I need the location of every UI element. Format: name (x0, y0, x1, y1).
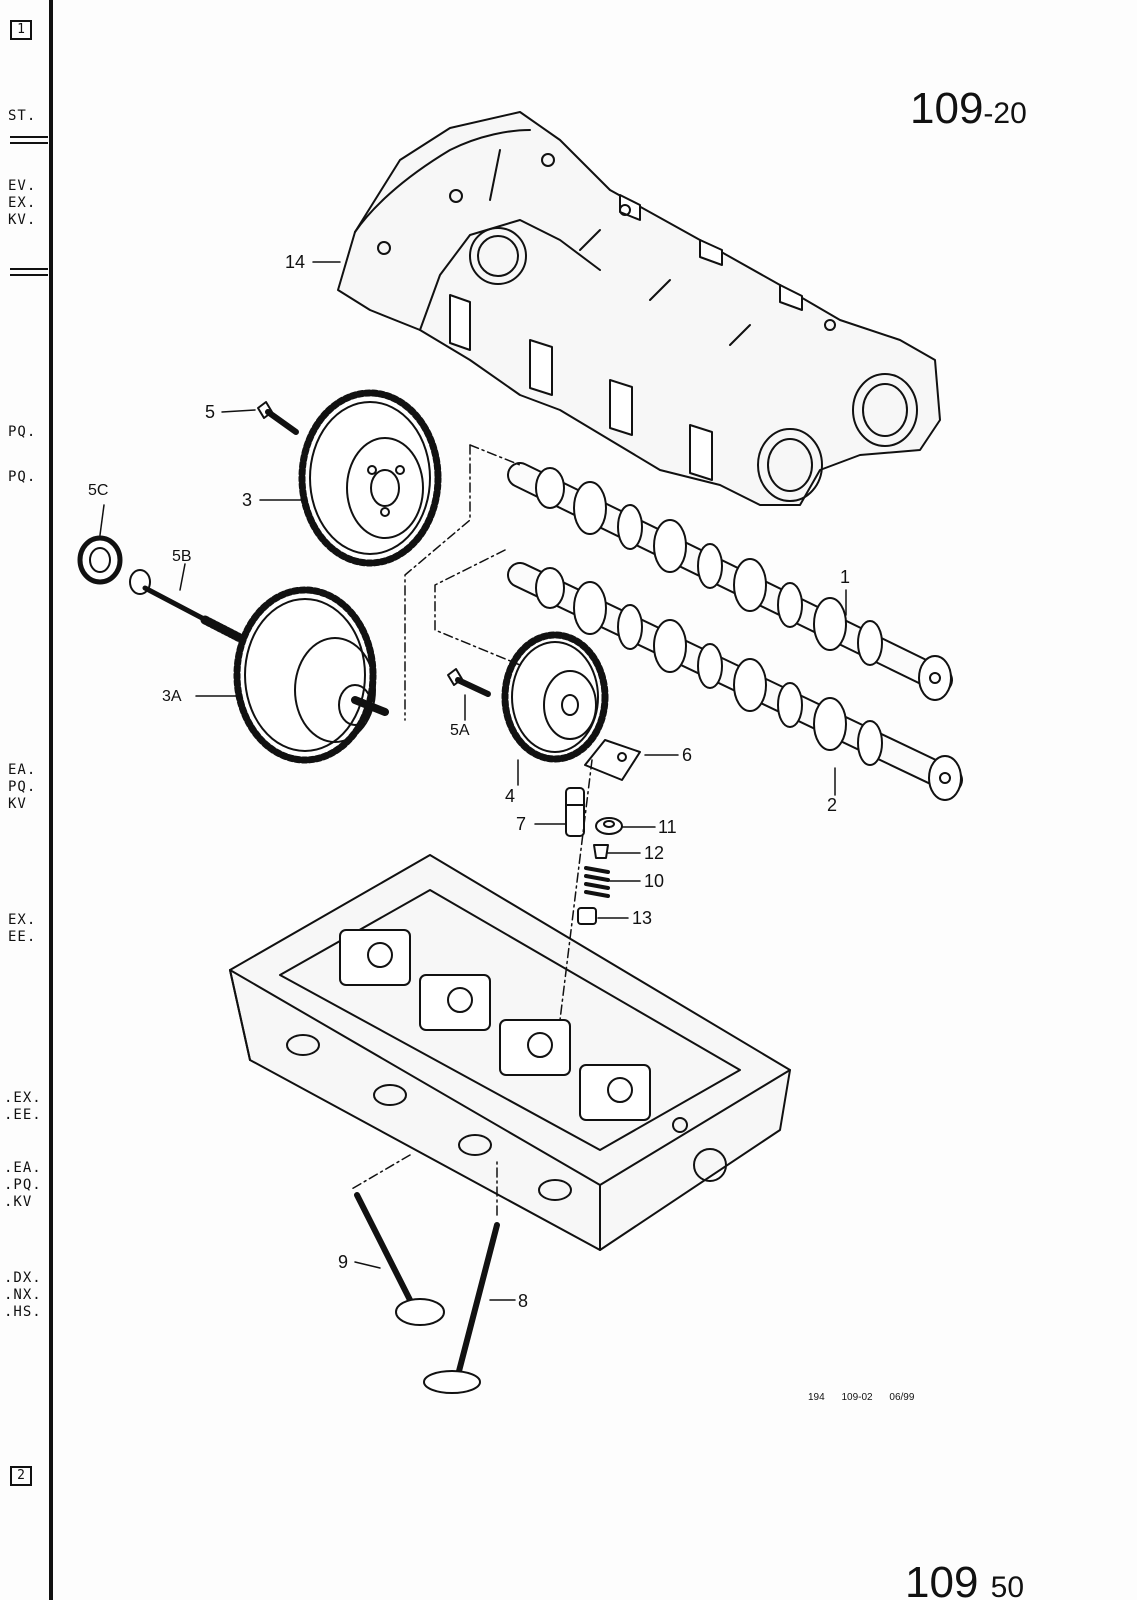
margin-code-st: ST. (8, 108, 37, 124)
callout-9: 9 (338, 1252, 349, 1272)
page-marker-top: 1 (10, 20, 32, 40)
callout-10: 10 (644, 871, 665, 891)
sprocket-4 (501, 631, 609, 763)
collet-12 (593, 844, 609, 859)
page-number: 109-20 (910, 84, 1027, 133)
callout-5a: 5A (450, 722, 470, 739)
callout-5b: 5B (172, 548, 192, 565)
callout-12: 12 (644, 843, 665, 863)
margin-code-ex-ee-2: .EX. .EE. (4, 1090, 42, 1123)
valve-seal-11 (595, 817, 623, 835)
margin-code-pq-1: PQ. (8, 424, 37, 440)
rocker-arm-6 (584, 739, 641, 781)
callout-7: 7 (516, 814, 527, 834)
margin-code-ev-ex-kv: EV. EX. KV. (8, 178, 37, 228)
valve-stem-seal-13 (577, 907, 597, 925)
leader-lines (99, 261, 847, 1301)
sprocket-3a (233, 586, 389, 764)
drawing-reference: 194 109-02 06/99 (808, 1392, 915, 1403)
cylinder-head (229, 854, 791, 1251)
callout-11: 11 (658, 817, 677, 837)
assembly-lines (349, 444, 593, 1216)
page-marker-bottom: 2 (10, 1466, 32, 1486)
callout-4: 4 (505, 786, 516, 806)
callout-13: 13 (632, 908, 653, 928)
margin-separator (10, 274, 48, 276)
callout-2: 2 (827, 795, 838, 815)
cylinder-head-cover (337, 111, 941, 506)
plug-5c (77, 535, 123, 585)
margin-code-pq-2: PQ. (8, 469, 37, 485)
bolt-5 (257, 401, 299, 435)
callout-5: 5 (205, 402, 216, 422)
margin-code-ea-pq-kv-2: .EA. .PQ. .KV (4, 1160, 42, 1210)
callout-3a: 3A (162, 688, 182, 705)
margin-code-dx-nx-hs: .DX. .NX. .HS. (4, 1270, 42, 1320)
valve-9 (354, 1192, 445, 1326)
bolt-5a (447, 668, 491, 697)
callout-3: 3 (242, 490, 253, 510)
lifter-7 (565, 787, 585, 837)
sprocket-3 (298, 389, 442, 567)
camshaft-1 (507, 462, 953, 701)
margin-separator (10, 142, 48, 144)
camshaft-2 (507, 562, 963, 801)
callout-5c: 5C (88, 482, 109, 499)
margin-separator (10, 268, 48, 270)
valve-8 (423, 1222, 500, 1394)
bottom-page-number: 109 50 (905, 1558, 1025, 1600)
margin-rule (49, 0, 53, 1600)
margin-code-ex-ee: EX. EE. (8, 912, 37, 945)
callout-8: 8 (518, 1291, 529, 1311)
valve-spring-10 (584, 866, 610, 898)
callout-6: 6 (682, 745, 693, 765)
bolt-5b (129, 569, 245, 643)
margin-separator (10, 136, 48, 138)
margin-code-ea-pq-kv: EA. PQ. KV (8, 762, 37, 812)
callout-1: 1 (840, 567, 851, 587)
callout-14: 14 (285, 252, 306, 272)
